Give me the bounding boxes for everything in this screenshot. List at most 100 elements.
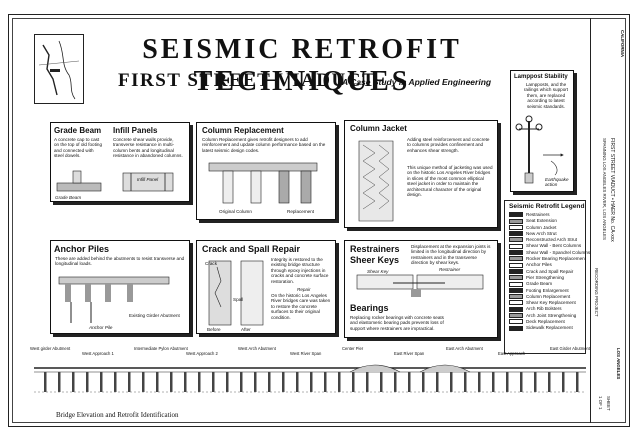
title-block: CALIFORNIA FIRST STREET VIADUCT • HAER N… [590,18,627,423]
legend-label: Anchor Piles [526,262,552,268]
label-spall: Spall [233,297,244,302]
panel-title: Anchor Piles [54,244,110,254]
lamppost-icon [515,115,564,184]
bridge-pier [380,372,383,392]
label-shear-key: Shear Key [367,269,389,274]
legend-item: Restrainers [509,212,585,218]
bridge-pier [198,372,201,392]
legend-swatch-icon [509,319,523,325]
bridge-pier [478,372,481,392]
legend-label: Shear Wall - Bent Columns [526,243,582,249]
legend-swatch-icon [509,281,523,287]
panel-title-2: Sheer Keys [350,255,400,265]
bridge-pier [128,372,131,392]
bridge-pier [142,372,145,392]
panel-title-bearings: Bearings [350,303,389,313]
legend-label: Column Replacement [526,293,571,299]
elevation-label: West River Span [290,351,322,356]
panel-text-2: This unique method of jacketing was used… [407,165,493,198]
label-after: After [241,327,251,332]
legend-swatch-icon [509,306,523,312]
legend-swatch-icon [509,275,523,281]
legend-label: Column Jacket [526,224,557,230]
title-block-agency: RECORDING PROJECT [594,268,599,317]
bridge-pier [576,372,579,392]
panel-text: Integrity is restored to the existing br… [271,257,329,284]
legend-label: Seat Extension [526,218,557,224]
legend-item: Rocker Bearing Replacement [509,256,586,262]
legend-label: Shear Key Replacement [526,300,576,306]
panel-anchor-piles: Anchor Piles These are added behind the … [50,240,190,334]
legend-swatch-icon [509,243,523,249]
panel-text: A concrete cap to cast on the top of old… [54,137,103,159]
elevation-label: Intermediate Pylon Abutment [134,346,188,351]
label-restrainer: Restrainer [439,267,461,272]
legend-title: Seismic Retrofit Legend [509,203,585,210]
bridge-pier [226,372,229,392]
elevation-caption: Bridge Elevation and Retrofit Identifica… [56,411,179,419]
legend-label: Deck Replacement [526,319,565,325]
label-replacement: Replacement [287,209,315,214]
bridge-pier [114,372,117,392]
legend-item: Pier Strengthening [509,275,585,281]
legend-item: Reconstructed Arch Strut [509,237,585,243]
legend-item: Shear Wall - Bent Columns [509,243,585,249]
bridge-pier [58,372,61,392]
bridge-pier [366,372,369,392]
legend-swatch-icon [509,212,523,218]
legend-item: Sidewalk Replacement [509,325,585,331]
elevation-label: West girder Abutment [30,346,71,351]
repair-label: Repair [297,287,311,292]
bridge-pier [464,372,467,392]
panel-column-jacket: Column Jacket Adding steel reinforcement… [344,120,498,228]
bridge-pier [254,372,257,392]
panel-text-infill: Concrete shear walls provide, transverse… [113,137,183,159]
elevation-label: East Arch Abutment [446,346,483,351]
legend-swatch-icon [509,294,523,300]
legend-label: Arch Joint Strengthening [526,312,577,318]
legend-item: Seat Extension [509,218,585,224]
legend-item: Deck Replacement [509,319,585,325]
title-block-drawing: FIRST STREET VIADUCT • HAER No. CA-xxx [609,138,615,242]
bridge-elevation-drawing [34,364,586,393]
bridge-pier [450,372,453,392]
label-anchor-pile: Anchor Pile [89,325,113,330]
bridge-pier [100,372,103,392]
bridge-pier [268,372,271,392]
lamppost-label: Earthquake action [545,177,569,188]
bridge-pier [436,372,439,392]
bridge-pier [506,372,509,392]
legend-label: New Arch Strut [526,230,557,236]
legend-label: Shear Wall - Spandrel Columns [526,249,591,255]
label-girder: Existing Girder Abutment [129,313,180,318]
panel-text: Displacement at the expansion joints is … [411,244,491,266]
panel-text: These are added behind the abutments to … [55,256,185,267]
panel-title: Restrainers [350,244,400,254]
bridge-pier [240,372,243,392]
column-replacement-sketch-icon [208,162,318,204]
panel-title: Lamppost Stability [514,74,568,80]
elevation-label: West Arch Abutment [238,346,276,351]
bridge-pier [562,372,565,392]
legend-item: Crack and Spall Repair [509,269,585,275]
bridge-pier [408,372,411,392]
bridge-pier [72,372,75,392]
legend-swatch-icon [509,325,523,331]
elevation-label: East Girder Abutment [550,346,591,351]
bridge-pier [296,372,299,392]
legend-swatch-icon [509,218,523,224]
panel-text-2: On the historic Los Angeles River bridge… [271,293,331,320]
title-block-sheet-label: SHEET [606,396,611,411]
legend-label: Sidewalk Replacement [526,325,573,331]
legend-swatch-icon [509,237,523,243]
anchor-piles-sketch-icon [58,276,170,323]
drawing-inner-border [12,18,626,423]
legend-swatch-icon [509,300,523,306]
elevation-label: West Approach 1 [82,351,114,356]
panel-title-infill: Infill Panels [113,126,158,135]
grade-beam-label: Grade Beam [55,195,82,200]
elevation-label: East Approach [498,351,526,356]
legend-swatch-icon [509,256,523,262]
bridge-pier [310,372,313,392]
